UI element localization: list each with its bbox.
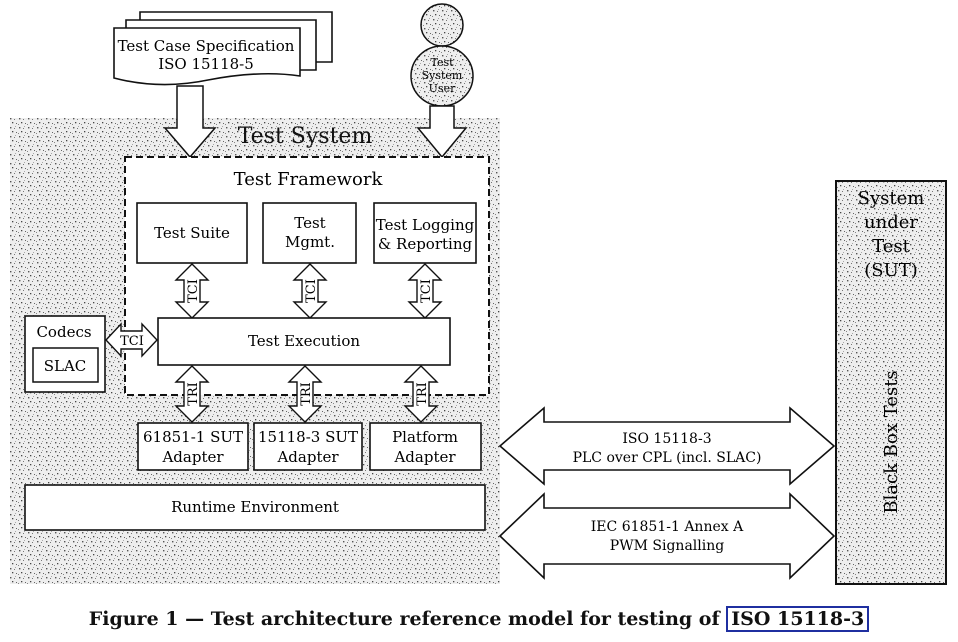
test-case-spec-line2: ISO 15118-5	[158, 55, 254, 73]
tci-arrow-suite: TCI	[174, 263, 210, 319]
platform-adapter-line1: Platform	[392, 428, 458, 446]
slac-label: SLAC	[44, 357, 87, 375]
tri-label: TRI	[415, 382, 430, 406]
runtime-environment-label: Runtime Environment	[171, 498, 339, 516]
test-suite-label: Test Suite	[154, 224, 230, 242]
test-logging-line2: & Reporting	[378, 235, 473, 253]
spec-to-framework-arrow	[163, 85, 217, 159]
tci-arrow-mgmt: TCI	[292, 263, 328, 319]
platform-adapter-line2: Adapter	[393, 448, 456, 466]
adapter-61851-line1: 61851-1 SUT	[143, 428, 243, 446]
tri-arrow-3: TRI	[403, 365, 439, 423]
test-framework-title: Test Framework	[234, 169, 384, 190]
tci-label: TCI	[304, 279, 319, 303]
pwm-link-line1: IEC 61851-1 Annex A	[591, 519, 744, 535]
adapter-61851-box	[137, 422, 249, 471]
adapter-15118-line1: 15118-3 SUT	[258, 428, 358, 446]
test-mgmt-box	[262, 202, 357, 264]
tci-arrow-codecs: TCI	[105, 322, 158, 358]
iso-15118-3-link[interactable]: ISO 15118-3	[726, 606, 870, 632]
adapter-15118-line2: Adapter	[276, 448, 339, 466]
test-logging-line1: Test Logging	[376, 216, 475, 234]
test-logging-box	[373, 202, 477, 264]
pwm-link-line2: PWM Signalling	[610, 538, 724, 554]
test-mgmt-line1: Test	[294, 214, 325, 232]
user-line3: User	[429, 82, 456, 95]
pwm-link-arrow: IEC 61851-1 Annex A PWM Signalling	[498, 492, 836, 580]
plc-link-line1: ISO 15118-3	[622, 431, 711, 447]
test-system-user: Test System User	[410, 3, 474, 107]
black-box-tests-label: Black Box Tests	[881, 370, 902, 513]
slac-box	[32, 347, 99, 383]
test-mgmt-line2: Mgmt.	[285, 233, 335, 251]
sut-line1: System	[858, 188, 925, 209]
tci-label: TCI	[419, 279, 434, 303]
tci-label: TCI	[186, 279, 201, 303]
tri-label: TRI	[299, 382, 314, 406]
adapter-61851-line2: Adapter	[161, 448, 224, 466]
sut-box	[835, 180, 947, 585]
sut-line2: under	[864, 212, 918, 233]
caption-text: Figure 1 — Test architecture reference m…	[88, 608, 727, 630]
user-line1: Test	[430, 56, 454, 69]
test-execution-box	[157, 317, 451, 366]
sut-line4: (SUT)	[864, 260, 918, 281]
tri-arrow-1: TRI	[174, 365, 210, 423]
test-case-spec-document: Test Case Specification ISO 15118-5	[113, 11, 333, 86]
tri-label: TRI	[186, 382, 201, 406]
runtime-environment-box	[24, 484, 486, 531]
platform-adapter-box	[369, 422, 482, 471]
tci-arrow-logging: TCI	[407, 263, 443, 319]
user-to-framework-arrow	[416, 105, 468, 159]
test-system-title: Test System	[238, 124, 373, 149]
adapter-15118-box	[253, 422, 363, 471]
sut-line3: Test	[872, 236, 910, 257]
codecs-title: Codecs	[36, 323, 91, 341]
tci-label: TCI	[120, 334, 144, 349]
figure-caption: Figure 1 — Test architecture reference m…	[0, 606, 958, 632]
plc-link-line2: PLC over CPL (incl. SLAC)	[573, 450, 762, 466]
test-case-spec-line1: Test Case Specification	[118, 37, 295, 55]
tri-arrow-2: TRI	[287, 365, 323, 423]
test-suite-box	[136, 202, 248, 264]
plc-link-arrow: ISO 15118-3 PLC over CPL (incl. SLAC)	[498, 406, 836, 486]
test-execution-label: Test Execution	[248, 332, 360, 350]
user-line2: System	[422, 69, 463, 82]
